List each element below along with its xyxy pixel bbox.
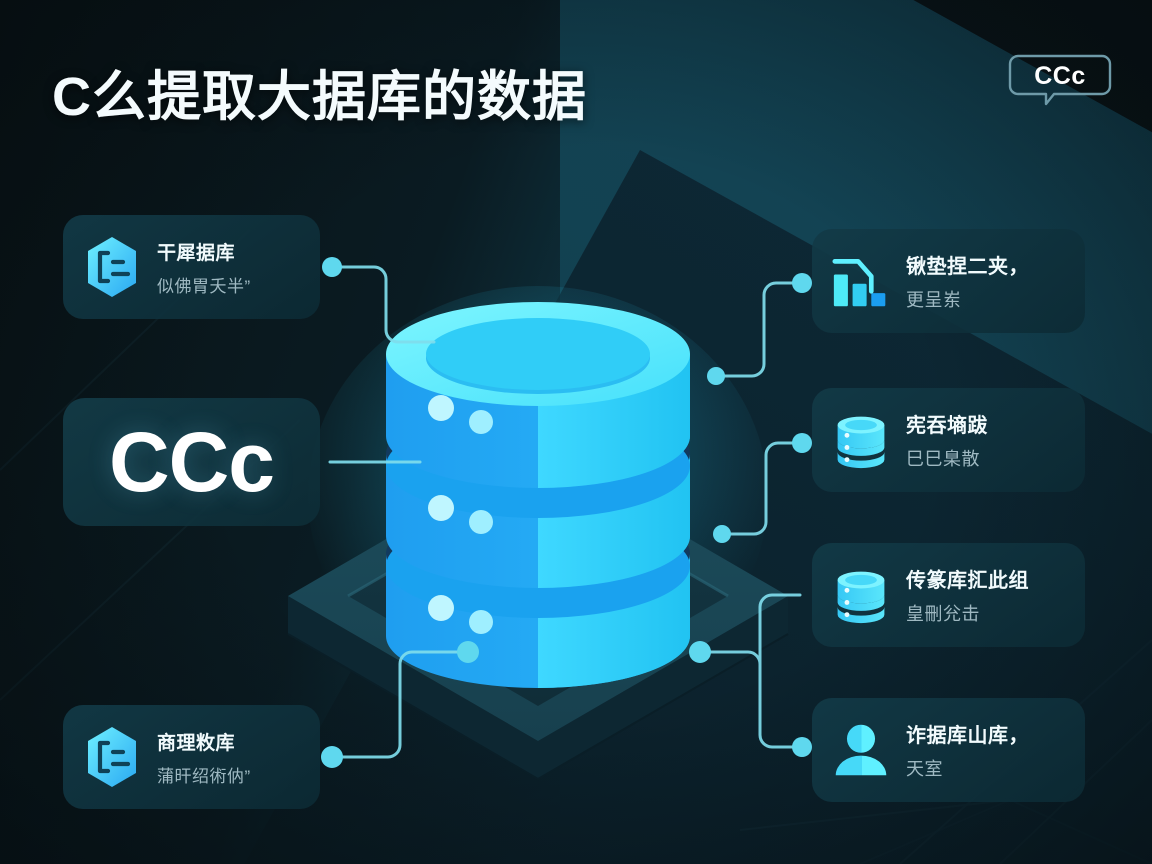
info-card-subtitle: 巳巳臬散: [906, 449, 980, 469]
info-card-text: 锹垫捏二夹， 更呈岽: [906, 250, 1029, 312]
info-card-top-left[interactable]: 干犀据库 似佛胃夭半”: [63, 215, 320, 319]
database-stack-icon: [832, 564, 890, 626]
page-title: C么提取大据库的数据: [52, 67, 587, 127]
database-stack-icon: [832, 409, 890, 471]
hexagon-database-icon: [83, 726, 141, 788]
user-person-icon: [832, 719, 890, 781]
brand-logo-card[interactable]: CCc: [63, 398, 320, 526]
info-card-right-4[interactable]: 诈据库山库， 天室: [812, 698, 1085, 802]
hexagon-database-icon: [83, 236, 141, 298]
brand-badge[interactable]: CCc: [1008, 52, 1112, 106]
info-card-subtitle: 更呈岽: [906, 290, 962, 310]
info-card-subtitle: 蒲旰绍術㐻”: [157, 766, 251, 786]
info-card-right-1[interactable]: 锹垫捏二夹， 更呈岽: [812, 229, 1085, 333]
brand-badge-text: CCc: [1034, 62, 1086, 90]
info-card-text: 传篆库㧟此组 皇刪兊击: [906, 564, 1029, 626]
speech-bubble-icon: [1008, 54, 1112, 106]
database-illustration: [258, 236, 818, 836]
info-card-text: 商理敉库 蒲旰绍術㐻”: [157, 728, 251, 787]
info-card-right-2[interactable]: 宪吞墒跋 巳巳臬散: [812, 388, 1085, 492]
info-card-subtitle: 似佛胃夭半”: [157, 276, 251, 296]
info-card-title: 传篆库㧟此组: [906, 570, 1029, 592]
info-card-title: 商理敉库: [157, 732, 236, 754]
info-card-bottom-left[interactable]: 商理敉库 蒲旰绍術㐻”: [63, 705, 320, 809]
bar-chart-declining-icon: [832, 250, 890, 312]
info-card-right-3[interactable]: 传篆库㧟此组 皇刪兊击: [812, 543, 1085, 647]
info-card-title: 干犀据库: [157, 242, 236, 264]
info-card-text: 宪吞墒跋 巳巳臬散: [906, 409, 988, 471]
info-card-title: 诈据库山库，: [906, 725, 1029, 747]
brand-logo-text: CCc: [108, 415, 275, 509]
info-card-title: 宪吞墒跋: [906, 415, 988, 437]
info-card-text: 诈据库山库， 天室: [906, 719, 1029, 781]
database-cylinder-icon: [386, 302, 690, 688]
info-card-title: 锹垫捏二夹，: [906, 256, 1029, 278]
info-card-subtitle: 皇刪兊击: [906, 604, 980, 624]
info-card-text: 干犀据库 似佛胃夭半”: [157, 238, 251, 297]
info-card-subtitle: 天室: [906, 759, 943, 779]
